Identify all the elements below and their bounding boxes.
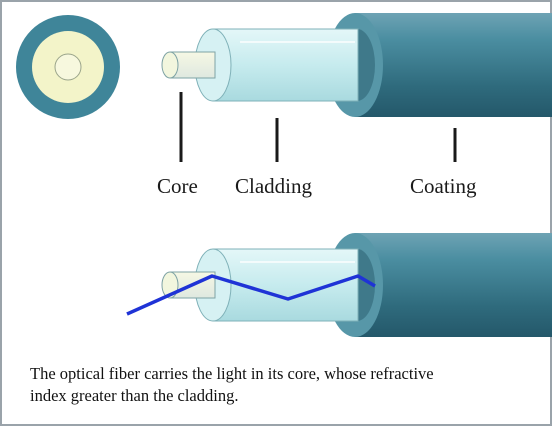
caption: The optical fiber carries the light in i… [30,363,540,407]
cladding-body-bottom [212,248,359,322]
fiber-top [161,13,552,117]
coating-body [355,13,552,117]
core-label: Core [157,174,198,198]
coating-body-bottom [355,233,552,337]
caption-line-2: index greater than the cladding. [30,386,239,405]
core-end [161,51,179,79]
cross-section [16,15,120,119]
fiber-bottom [161,233,552,337]
caption-line-1: The optical fiber carries the light in i… [30,364,434,383]
core-body [169,51,216,79]
coating-label: Coating [410,174,477,198]
cross-section-core [54,53,82,81]
light-ray [126,274,376,316]
cladding-body [212,28,359,102]
cladding-label: Cladding [235,174,312,198]
